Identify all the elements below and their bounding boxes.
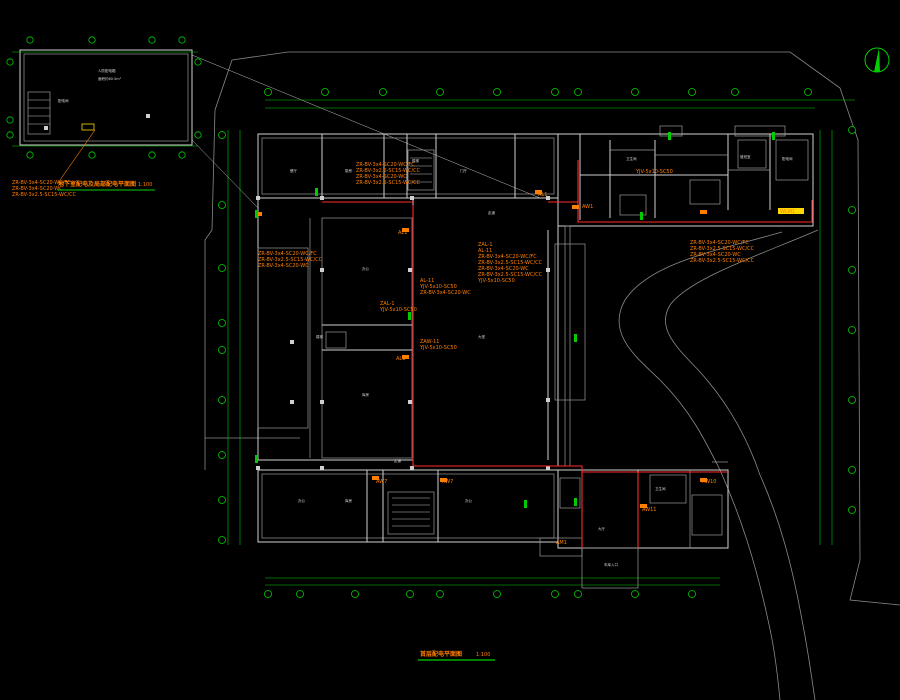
inset-labels: ZR-BV-3x4-SC20-WC/FC ZR-BV-3x4-SC20-WC Z… — [12, 180, 155, 198]
circuit-label: YJV-5x10-SC50 — [635, 169, 673, 175]
room-label: 办公 — [298, 498, 306, 503]
inset-leader-lines — [59, 54, 541, 209]
room-label: 大厅 — [598, 526, 606, 531]
grid-bubbles-bottom — [264, 590, 696, 598]
room-label: 走道 — [394, 458, 402, 463]
distribution-boxes — [255, 132, 804, 508]
circuit-label: YJV-5x10-SC50 — [379, 307, 417, 313]
power-circuits — [322, 160, 813, 548]
room-label: 办公 — [362, 266, 370, 271]
room-label: 值班室 — [740, 154, 751, 159]
inset-scale: 1:100 — [138, 182, 152, 188]
circuit-labels: ZR-BV-3x4-SC20-WC/FC ZR-BV-3x2.5-SC15-WC… — [258, 162, 795, 546]
circuit-label: ZR-BV-3x4-SC20-WC — [258, 263, 309, 269]
circuit-label: ZAW-11 — [420, 339, 439, 345]
room-label: 卫生间 — [626, 156, 637, 161]
site-boundary — [204, 51, 900, 700]
room-label: 餐厅 — [290, 168, 298, 173]
circuit-label: ZR-BV-3x4-SC20-WC — [356, 174, 407, 180]
grid-lines — [227, 99, 855, 586]
circuit-label: AW10 — [702, 479, 716, 485]
inset-circuit-label-3: ZR-BV-3x2.5-SC15-WC/CC — [12, 192, 77, 198]
room-label: 卫生间 — [655, 486, 666, 491]
circuit-label: ZR-BV-3x2.5-SC15-WC/CC — [690, 258, 755, 264]
main-scale: 1:100 — [476, 652, 490, 658]
grid-bubbles-top — [264, 88, 812, 96]
circuit-label: ZR-BV-3x4-SC20-WC/FC — [356, 162, 415, 168]
grid-bubbles-left — [218, 131, 226, 544]
circuit-label: ZR-BV-3x2.5-SC15-WC/CC — [690, 246, 755, 252]
circuit-label: ZR-BV-3x2.5-SC15-WC/CC — [258, 257, 323, 263]
building-walls — [256, 125, 814, 589]
room-label: 厨房 — [345, 168, 353, 173]
circuit-label: AL1 — [538, 192, 547, 198]
inset-note-2: 面积约60.5m² — [98, 76, 122, 81]
circuit-label: AW7 — [442, 479, 453, 485]
circuit-label: ZR-BV-3x2.5-SC15-WC/CC — [478, 260, 543, 266]
circuit-label: AW7 — [376, 479, 387, 485]
circuit-label: YJV-5x10-SC50 — [477, 278, 515, 284]
inset-title: 地下室配电及局部配电平面图 — [58, 180, 136, 188]
circuit-label: ZR-BV-3x4-SC20-WC — [478, 266, 529, 272]
room-label: 门厅 — [460, 168, 468, 173]
circuit-label: ZR-BV-3x4-SC20-WC/FC — [478, 254, 537, 260]
room-label: 走道 — [488, 210, 496, 215]
circuit-label: AL-11 — [420, 278, 434, 284]
inset-circuit-label-2: ZR-BV-3x4-SC20-WC — [12, 186, 63, 192]
grid-bubbles-right — [848, 126, 856, 514]
room-label: 楼梯 — [412, 158, 420, 163]
circuit-label: ZR-BV-3x4-SC20-WC/FC — [690, 240, 749, 246]
inset-basement-plan: 人防配电箱 面积约60.5m² 配电间 — [6, 36, 202, 159]
circuit-label: ZR-BV-3x4-SC20-WC/FC — [258, 251, 317, 257]
circuit-label: ZR-BV-3x4-SC20-WC — [690, 252, 741, 258]
room-label: 大堂 — [478, 334, 486, 339]
circuit-label: AL1 — [396, 356, 405, 362]
circuit-label: ZAL-1 — [380, 301, 395, 307]
circuit-label: WLM1 — [780, 209, 795, 215]
room-label: 办公 — [465, 498, 473, 503]
circuit-label: AL-11 — [478, 248, 492, 254]
main-title-block: 首层配电平面图 1:100 — [418, 650, 495, 661]
main-title: 首层配电平面图 — [420, 650, 462, 658]
circuit-label: ZR-BV-3x2.5-SC15-WC/CC — [478, 272, 543, 278]
inset-note-1: 人防配电箱 — [98, 68, 116, 73]
north-arrow-icon — [864, 47, 890, 73]
room-label: 库房 — [345, 498, 353, 503]
circuit-label: AW1 — [582, 204, 593, 210]
circuit-label: YJV-5x10-SC50 — [419, 345, 457, 351]
circuit-label: ZR-BV-3x2.5-SC15-WC/CC — [356, 168, 421, 174]
room-labels: 餐厅 厨房 门厅 楼梯 大堂 走道 办公 库房 办公 库房 办公 大厅 卫生间 … — [290, 154, 793, 567]
circuit-label: ZR-BV-3x4-SC20-WC — [420, 290, 471, 296]
circuit-label: AM1 — [556, 540, 567, 546]
circuit-label: ZR-BV-3x2.5-SC15-WC/CC — [356, 180, 421, 186]
room-label: 库房 — [362, 392, 370, 397]
circuit-label: YJV-5x10-SC50 — [419, 284, 457, 290]
inset-circuit-label-1: ZR-BV-3x4-SC20-WC/FC — [12, 180, 71, 186]
inset-room-label: 配电间 — [58, 98, 69, 103]
circuit-label: ZAL-1 — [478, 242, 493, 248]
circuit-label: AW11 — [642, 507, 656, 513]
circuit-label: AL1 — [398, 230, 407, 236]
room-label: 楼梯 — [316, 334, 324, 339]
room-label: 车库入口 — [604, 562, 618, 567]
room-label: 配电间 — [782, 156, 793, 161]
